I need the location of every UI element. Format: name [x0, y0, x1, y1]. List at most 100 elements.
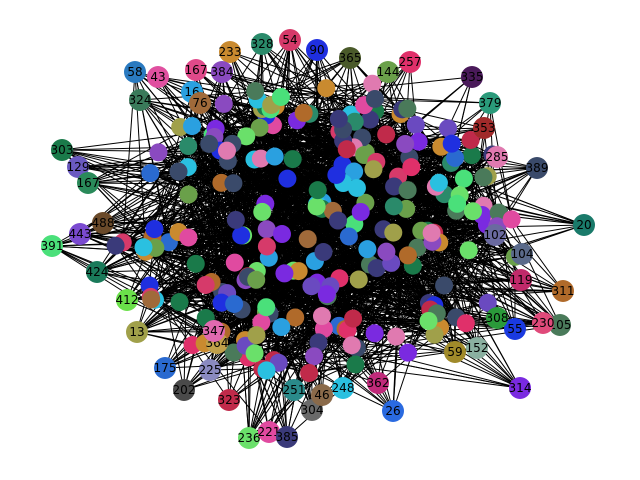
graph-node [439, 119, 458, 138]
graph-node: 347 [203, 320, 225, 342]
node-label: 202 [173, 383, 196, 397]
graph-edge [188, 112, 305, 238]
node-label: 308 [486, 311, 509, 325]
graph-node [474, 168, 493, 187]
node-circle [279, 29, 301, 51]
graph-node: 202 [173, 379, 196, 401]
graph-node [448, 194, 467, 213]
node-circle [173, 379, 195, 401]
node-circle [185, 59, 207, 81]
graph-node [149, 143, 168, 162]
node-circle [92, 212, 114, 234]
graph-edge [254, 352, 521, 389]
graph-node: 311 [552, 280, 575, 302]
graph-node: 102 [484, 224, 507, 246]
graph-node: 353 [473, 117, 495, 139]
graph-node [298, 230, 317, 249]
graph-node [502, 210, 521, 229]
graph-edge [434, 233, 497, 335]
graph-node: 391 [41, 235, 64, 257]
graph-node: 58 [124, 61, 146, 83]
graph-node [462, 146, 481, 165]
graph-node: 285 [486, 146, 509, 168]
graph-edge [511, 219, 564, 292]
node-circle [484, 224, 506, 246]
node-label: 119 [510, 273, 533, 287]
node-label: 102 [484, 228, 507, 242]
graph-node: 167 [185, 59, 207, 81]
node-circle [276, 426, 298, 448]
graph-node [406, 115, 425, 134]
node-circle [283, 379, 305, 401]
graph-node: 323 [218, 389, 240, 411]
node-circle [86, 261, 108, 283]
graph-node: 76 [189, 92, 211, 114]
graph-node [186, 254, 205, 273]
graph-edge [265, 210, 334, 308]
node-circle [509, 377, 531, 399]
graph-node: 236 [238, 427, 261, 449]
graph-node: 251 [283, 379, 305, 401]
node-circle [154, 357, 176, 379]
graph-edge [221, 248, 368, 333]
graph-edge [352, 318, 379, 384]
graph-node [364, 160, 383, 179]
graph-edge [149, 285, 270, 433]
graph-node [106, 236, 125, 255]
node-label: 13 [129, 325, 144, 339]
graph-node [398, 343, 417, 362]
node-label: 304 [301, 403, 324, 417]
graph-node [170, 293, 189, 312]
node-circle [479, 92, 501, 114]
graph-node: 389 [526, 157, 549, 179]
node-circle [77, 172, 99, 194]
node-circle [311, 384, 333, 406]
node-circle [382, 400, 404, 422]
graph-node [344, 309, 363, 328]
node-label: 311 [552, 284, 575, 298]
graph-edge [150, 158, 294, 298]
node-label: 303 [51, 143, 74, 157]
graph-node: 129 [67, 156, 89, 178]
graph-node [346, 355, 365, 374]
node-label: 236 [238, 431, 261, 445]
graph-node [214, 94, 233, 113]
node-label: 46 [314, 388, 329, 402]
graph-edge [143, 246, 249, 358]
graph-node: 303 [51, 139, 74, 161]
graph-node: 324 [129, 89, 151, 111]
node-label: 144 [377, 65, 400, 79]
node-label: 285 [486, 150, 509, 164]
graph-node [351, 202, 370, 221]
graph-edge [157, 76, 474, 212]
graph-node: 221 [258, 421, 281, 443]
node-circle [218, 389, 240, 411]
graph-edge [248, 368, 263, 439]
graph-node [396, 134, 415, 153]
node-circle [199, 359, 221, 381]
node-circle [116, 289, 138, 311]
node-label: 20 [576, 218, 591, 232]
node-label: 389 [526, 161, 549, 175]
node-label: 391 [41, 239, 64, 253]
graph-node [398, 246, 417, 265]
node-circle [219, 41, 241, 63]
graph-edge [443, 194, 467, 324]
graph-edge [227, 118, 340, 162]
node-label: 221 [258, 425, 281, 439]
graph-node [409, 132, 428, 151]
node-circle [126, 321, 148, 343]
graph-node [179, 228, 198, 247]
node-circle [444, 341, 466, 363]
graph-node [265, 147, 284, 166]
node-label: 328 [251, 37, 274, 51]
graph-node [422, 223, 441, 242]
graph-edge [228, 318, 354, 401]
graph-node: 412 [116, 289, 139, 311]
graph-node: 43 [147, 66, 169, 88]
graph-node [384, 223, 403, 242]
node-label: 424 [86, 265, 109, 279]
graph-node: 54 [279, 29, 301, 51]
node-label: 412 [116, 293, 139, 307]
